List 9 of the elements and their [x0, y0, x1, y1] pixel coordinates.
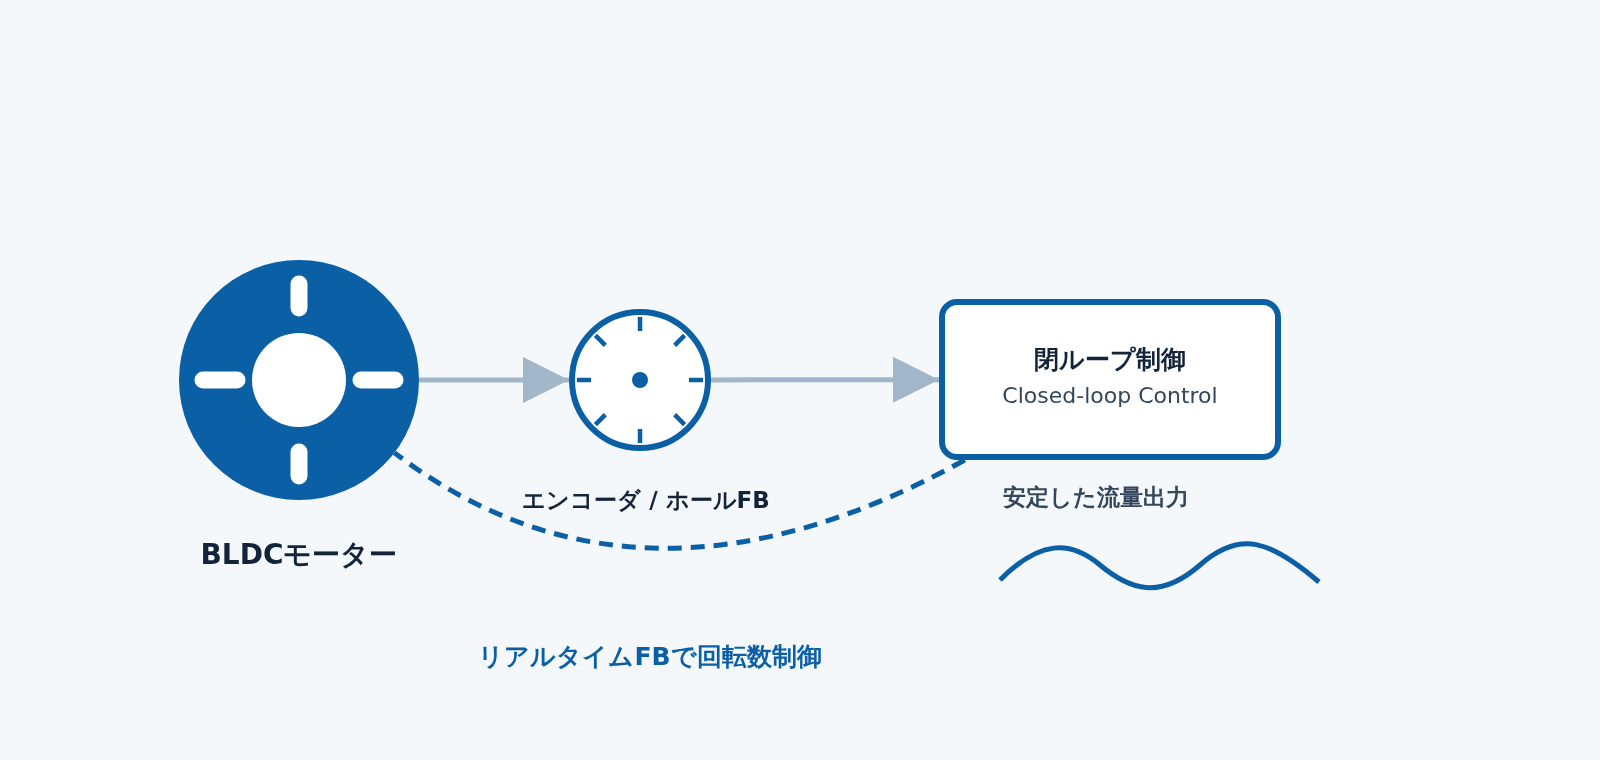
output-caption: 安定した流量出力 — [1003, 483, 1189, 512]
arrow — [711, 356, 939, 403]
box-subtitle: Closed-loop Control — [1002, 383, 1218, 408]
dashed-line — [393, 450, 966, 551]
node-label: BLDCモーター — [200, 537, 398, 573]
node-label: エンコーダ / ホールFB — [522, 486, 770, 515]
arrow — [419, 357, 569, 403]
note-text: リアルタイムFBで回転数制御 — [478, 641, 822, 673]
box-heading: 閉ループ制御 — [1034, 344, 1186, 376]
